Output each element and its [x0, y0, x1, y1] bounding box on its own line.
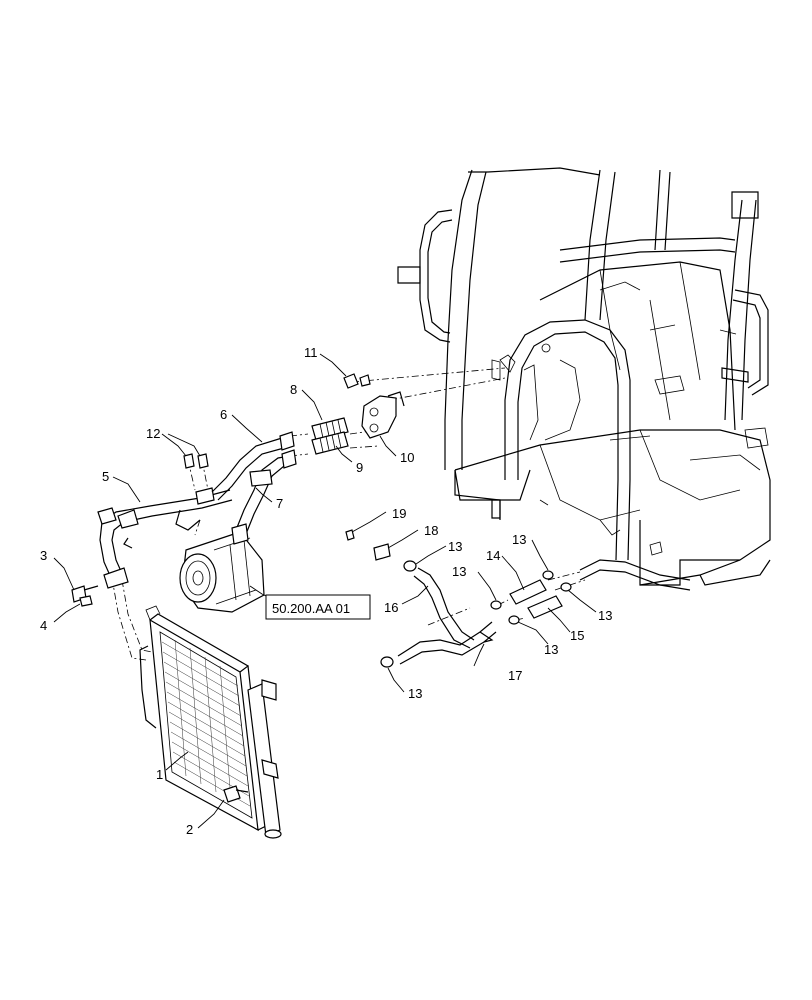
- reference-box[interactable]: 50.200.AA 01: [265, 594, 371, 620]
- callout-13-b: 13: [452, 564, 466, 579]
- hose-part-16: [413, 567, 475, 649]
- callout-2: 2: [186, 822, 193, 837]
- bolt-part-4: [79, 595, 93, 607]
- clamp-part-13: [380, 560, 572, 668]
- callout-5: 5: [102, 469, 109, 484]
- compressor: [179, 523, 265, 613]
- tube-part-15: [527, 595, 563, 619]
- hose-part-7: [175, 449, 297, 541]
- callout-7: 7: [276, 496, 283, 511]
- callout-17: 17: [508, 668, 522, 683]
- callout-labels: 1 2 3 4 5 6 7 8 9 10 11 12 13 13 13 13 1…: [40, 345, 612, 837]
- callout-11: 11: [304, 345, 318, 360]
- callout-13-a: 13: [448, 539, 462, 554]
- callout-6: 6: [220, 407, 227, 422]
- callout-3: 3: [40, 548, 47, 563]
- callout-14: 14: [486, 548, 500, 563]
- fitting-part-18: [373, 543, 391, 561]
- nut-part-11: [343, 373, 371, 389]
- callout-10: 10: [400, 450, 414, 465]
- callout-13-e: 13: [598, 608, 612, 623]
- callout-13-d: 13: [544, 642, 558, 657]
- callout-12: 12: [146, 426, 160, 441]
- cab-frame: [397, 167, 771, 591]
- pipe-part-5: [97, 487, 233, 589]
- bolt-part-2: [223, 785, 249, 803]
- callout-1: 1: [156, 767, 163, 782]
- callout-13-f: 13: [408, 686, 422, 701]
- fitting-part-8: [311, 417, 349, 441]
- plug-part-19: [345, 529, 355, 541]
- hose-part-17: [397, 621, 497, 665]
- fitting-part-12: [183, 453, 209, 469]
- tube-part-14: [509, 579, 547, 605]
- callout-9: 9: [356, 460, 363, 475]
- callout-18: 18: [424, 523, 438, 538]
- callout-4: 4: [40, 618, 47, 633]
- reference-label: 50.200.AA 01: [272, 601, 350, 616]
- hose-part-6: [211, 431, 295, 501]
- callout-8: 8: [290, 382, 297, 397]
- bracket-part-10: [361, 391, 405, 439]
- callout-15: 15: [570, 628, 584, 643]
- callout-13-c: 13: [512, 532, 526, 547]
- fitting-part-9: [311, 431, 349, 455]
- callout-19: 19: [392, 506, 406, 521]
- condenser-part-1: [139, 605, 282, 839]
- callout-16: 16: [384, 600, 398, 615]
